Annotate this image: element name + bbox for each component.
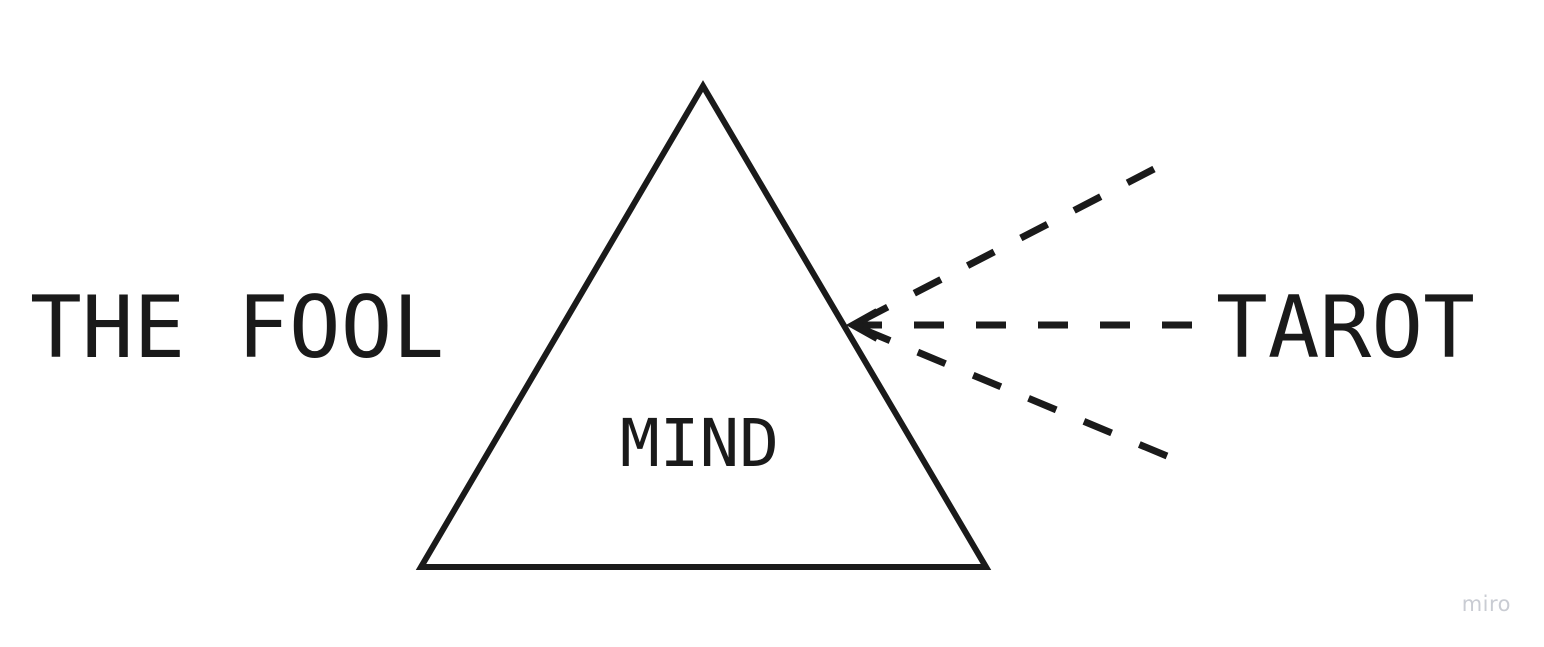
dashed-connector-lower[interactable] (853, 322, 1169, 460)
mind-triangle[interactable] (415, 80, 992, 570)
dashed-connector-upper[interactable] (853, 165, 1156, 328)
miro-watermark: miro (1461, 592, 1511, 616)
label-tarot[interactable]: TAROT (1216, 278, 1475, 378)
label-the-fool[interactable]: THE FOOL (30, 278, 445, 378)
arrowhead-icon (845, 308, 879, 342)
label-mind[interactable]: MIND (620, 405, 779, 482)
